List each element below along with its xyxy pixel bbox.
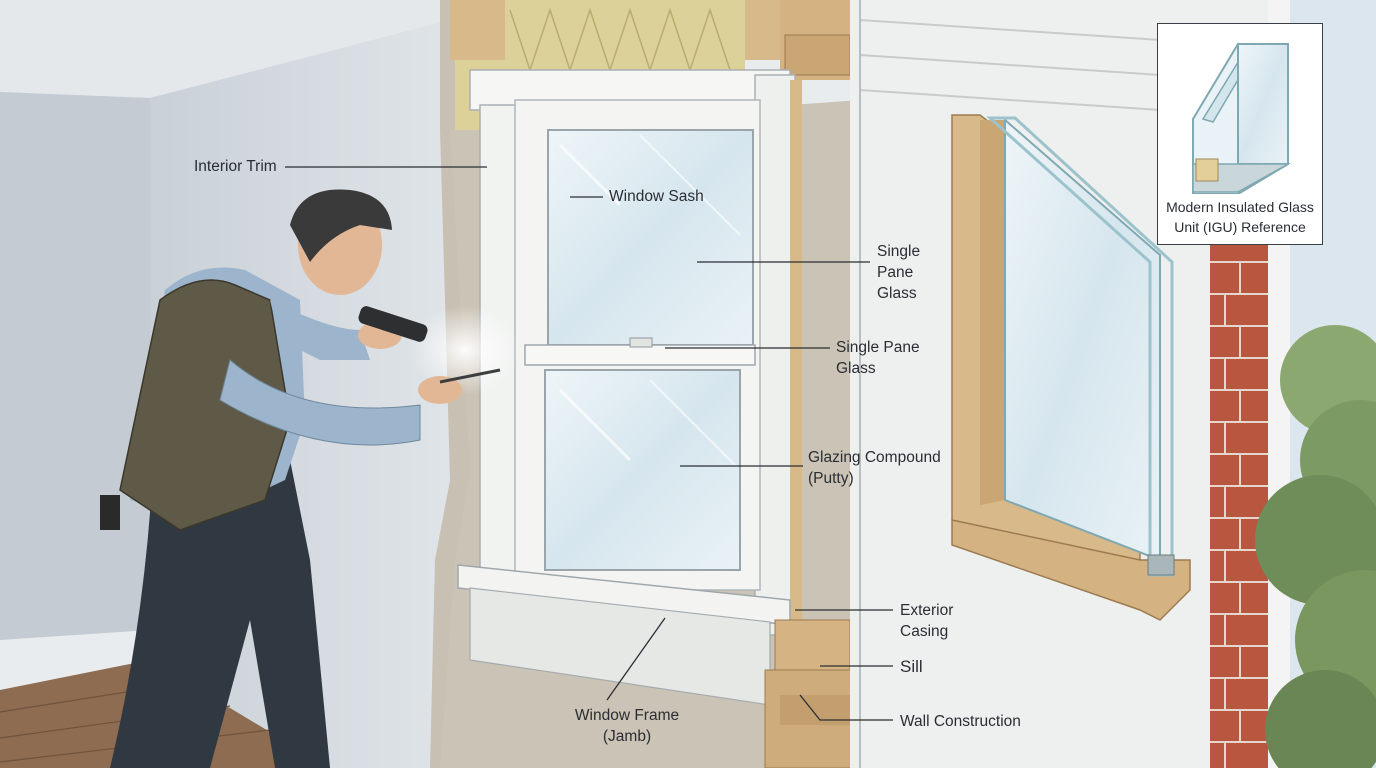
label-glazing-compound: Glazing Compound (Putty) [808, 449, 941, 487]
leader-wall-construction [799, 694, 893, 721]
outdoor-foliage [1255, 0, 1376, 768]
label-interior-trim: Interior Trim [194, 158, 277, 175]
label-exterior-casing: Exterior Casing [900, 602, 954, 640]
igu-caption: Modern Insulated Glass Unit (IGU) Refere… [1166, 199, 1314, 235]
igu-icon [1192, 43, 1291, 194]
inspector-person [100, 189, 520, 768]
label-window-frame: Window Frame (Jamb) [574, 707, 680, 745]
label-single-pane-glass-upper: Single Pane Glass [877, 243, 921, 302]
igu-reference-inset: Modern Insulated Glass Unit (IGU) Refere… [1157, 23, 1323, 245]
igu-cross-section [951, 114, 1191, 621]
leader-lines [285, 166, 893, 721]
label-wall-construction: Wall Construction [900, 713, 1021, 730]
leader-window-frame [606, 617, 666, 701]
label-sill: Sill [900, 657, 923, 676]
label-window-sash: Window Sash [609, 188, 704, 205]
label-single-pane-glass-lower: Single Pane Glass [836, 339, 920, 377]
window-unit [457, 69, 856, 768]
